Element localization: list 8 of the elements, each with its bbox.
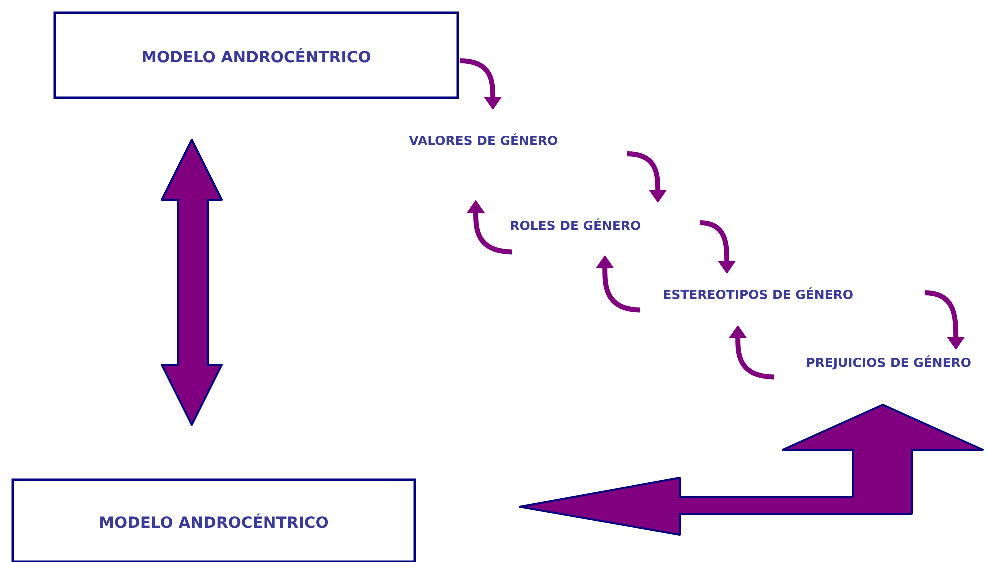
stage-label: PREJUICIOS DE GÉNERO: [807, 356, 971, 370]
model-box: MODELO ANDROCÉNTRICO: [54, 12, 460, 100]
stage-label: VALORES DE GÉNERO: [409, 134, 558, 146]
stage-label: ESTEREOTIPOS DE GÉNERO: [664, 288, 853, 300]
stage-label: ROLES DE GÉNERO: [511, 218, 640, 230]
block-arrow: [519, 404, 984, 536]
model-box: MODELO ANDROCÉNTRICO: [12, 478, 416, 562]
block-arrow: [161, 139, 223, 426]
